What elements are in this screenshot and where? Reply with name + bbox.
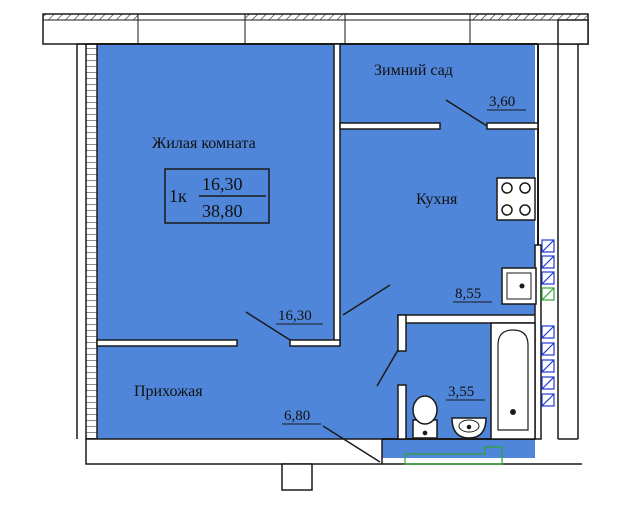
unit-badge-total-area: 38,80 [202, 201, 243, 221]
kitchen-name: Кухня [416, 191, 458, 208]
door-garden [445, 99, 488, 127]
door-bathroom [376, 349, 399, 387]
outer-walls [42, 13, 589, 491]
floor-areas [97, 45, 535, 458]
washer-outline-icon [404, 446, 503, 465]
partition-garden-left [339, 122, 441, 130]
vent-lower-column [541, 325, 555, 407]
partition-living-hall-left [96, 339, 238, 347]
main-floor [97, 45, 535, 458]
kitchen-area: 8,55 [455, 286, 481, 302]
bathroom-wall-left [397, 314, 407, 352]
living-room-name: Жилая комната [152, 135, 256, 152]
unit-badge-frame [164, 168, 270, 224]
winter-garden-area: 3,60 [489, 94, 515, 110]
partition-living-hall-right [289, 339, 341, 347]
bathroom-area: 3,55 [448, 384, 474, 400]
partition-living-kitchen [333, 43, 341, 345]
vent-upper-column [541, 239, 555, 285]
hallway-area: 6,80 [284, 408, 310, 424]
room-labels: Жилая комната 16,30 Зимний сад 3,60 Кухн… [134, 62, 526, 425]
kitchen-sink-icon [501, 267, 537, 305]
door-living [245, 311, 291, 341]
partition-garden-right [486, 122, 539, 130]
doors [245, 99, 488, 463]
left-wall [85, 43, 98, 440]
stove-icon [496, 177, 536, 221]
unit-badge: 1к 16,30 38,80 [164, 168, 270, 224]
bottom-wall [85, 438, 383, 465]
top-wall-hatch-3 [469, 13, 589, 21]
bottom-wall-stub [281, 463, 313, 491]
top-wall-hatch-2 [244, 13, 346, 21]
bathroom-sink-icon [451, 417, 487, 439]
right-top-corner [557, 19, 589, 45]
vent-upper-green [541, 287, 555, 301]
bathtub-icon [490, 322, 536, 440]
door-entrance [322, 425, 381, 463]
unit-badge-living-area: 16,30 [202, 174, 243, 194]
unit-badge-rooms: 1к [169, 186, 187, 206]
fixtures [404, 177, 537, 465]
living-room-area: 16,30 [278, 308, 312, 324]
hallway-name: Прихожая [134, 383, 203, 400]
bathroom-wall-top [397, 314, 539, 324]
interior-walls [96, 43, 542, 440]
door-kitchen [342, 284, 391, 316]
bathroom-wall-left-lower [397, 384, 407, 440]
top-wall-hatch-1 [42, 13, 139, 21]
toilet-icon [412, 395, 438, 439]
winter-garden-name: Зимний сад [374, 62, 453, 79]
ventilation-ducts [541, 239, 555, 407]
